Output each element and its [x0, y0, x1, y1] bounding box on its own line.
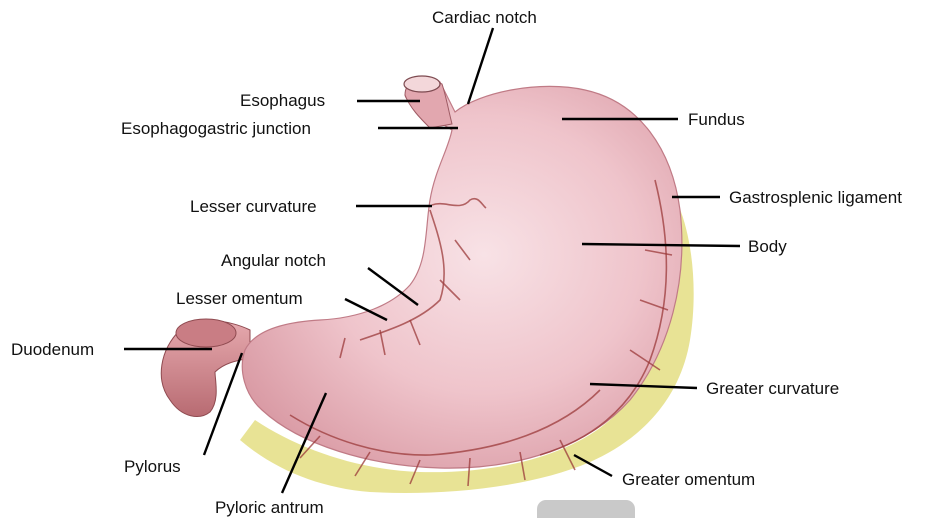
label-angular-notch: Angular notch: [221, 251, 326, 270]
label-pylorus: Pylorus: [124, 457, 181, 476]
scrollbar-thumb[interactable]: [537, 500, 635, 518]
label-esophagogastric-junction: Esophagogastric junction: [121, 119, 311, 138]
duodenum-opening: [176, 319, 236, 347]
label-gastrosplenic-ligament: Gastrosplenic ligament: [729, 188, 902, 207]
label-body: Body: [748, 237, 787, 256]
esophagus-opening: [404, 76, 440, 92]
label-fundus: Fundus: [688, 110, 745, 129]
label-duodenum: Duodenum: [11, 340, 94, 359]
label-esophagus: Esophagus: [240, 91, 325, 110]
label-lesser-curvature: Lesser curvature: [190, 197, 317, 216]
label-cardiac-notch: Cardiac notch: [432, 8, 537, 27]
label-greater-omentum: Greater omentum: [622, 470, 755, 489]
label-lesser-omentum: Lesser omentum: [176, 289, 303, 308]
label-greater-curvature: Greater curvature: [706, 379, 839, 398]
label-pyloric-antrum: Pyloric antrum: [215, 498, 324, 517]
stomach-shape: [242, 80, 682, 468]
